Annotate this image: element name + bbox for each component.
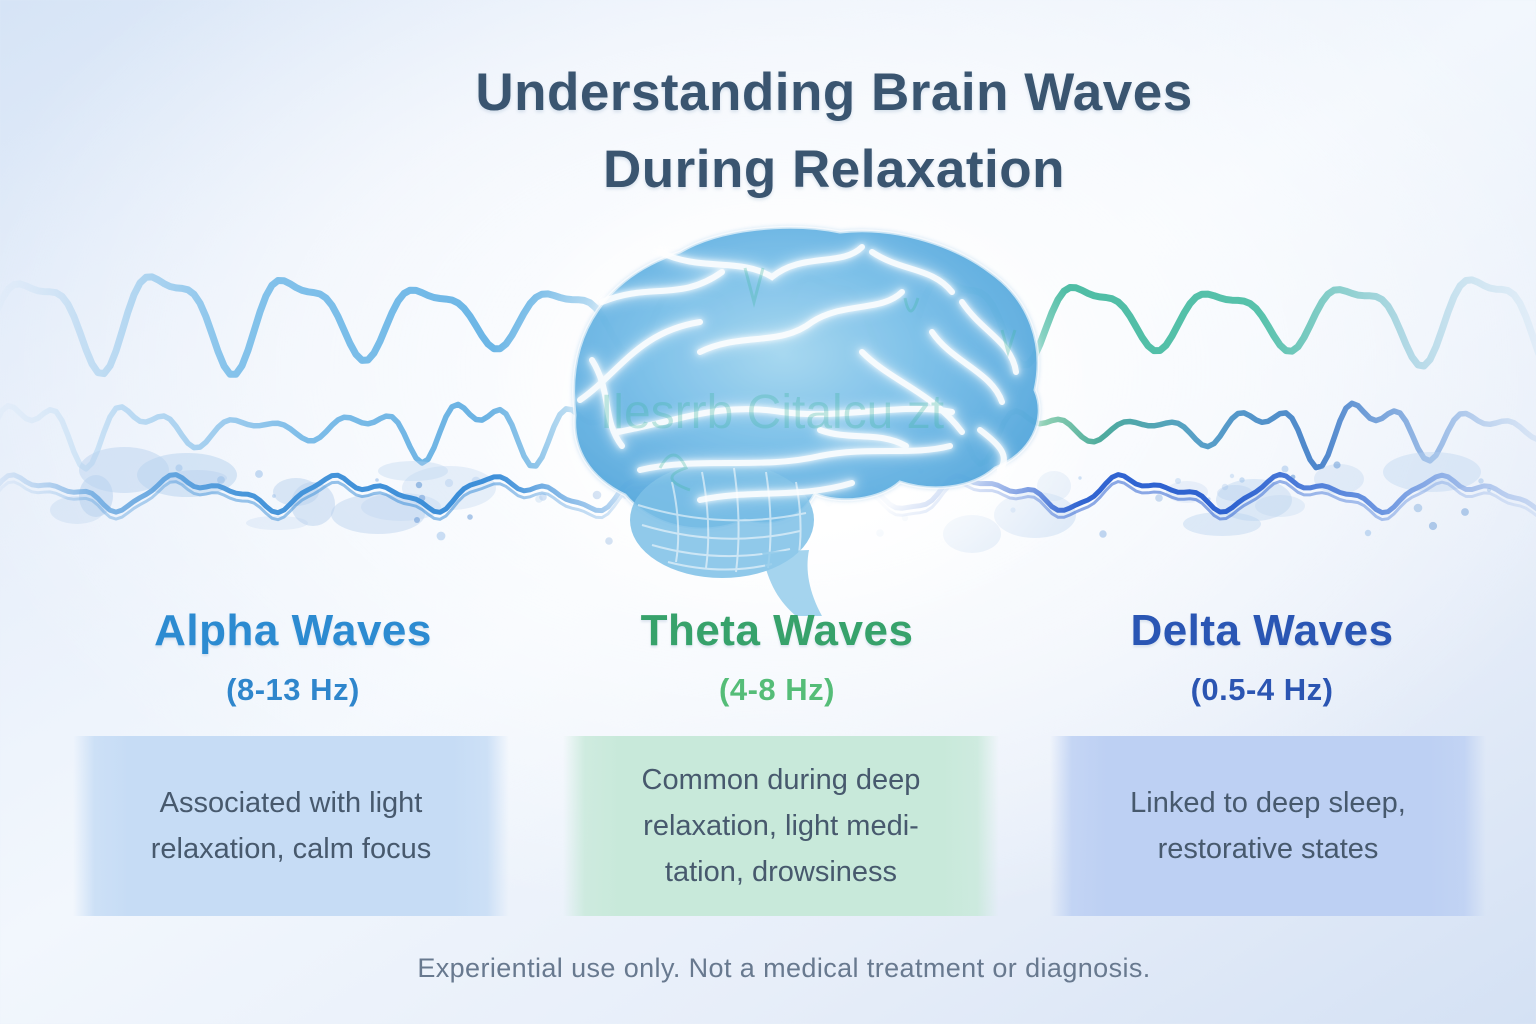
brain-illustration: Ilesrrb Citalcu zt [485,163,1105,653]
delta-description: Linked to deep sleep, restorative states [1130,787,1406,865]
theta-waves-label: Theta Waves [640,606,914,655]
watermark-text: Ilesrrb Citalcu zt [600,386,944,439]
column-header-alpha: Alpha Waves (8-13 Hz) [63,606,523,708]
column-header-theta: Theta Waves (4-8 Hz) [547,606,1007,708]
alpha-waves-label: Alpha Waves [154,606,432,655]
alpha-description: Associated with light relaxation, calm f… [150,787,432,865]
theta-description: Common during deep relaxation, light med… [641,764,921,888]
column-header-delta: Delta Waves (0.5-4 Hz) [1032,606,1492,708]
brain-stem [762,550,822,616]
alpha-description-panel: Associated with light relaxation, calm f… [73,736,509,916]
main-title: Understanding Brain Waves During Relaxat… [66,54,1536,208]
disclaimer-text: Experiential use only. Not a medical tre… [417,953,1151,983]
delta-description-panel: Linked to deep sleep, restorative states [1050,736,1486,916]
theta-description-panel: Common during deep relaxation, light med… [563,736,999,916]
brain-cortex [572,225,1041,531]
watermark-squiggles [658,267,1017,492]
alpha-frequency-range: (8-13 Hz) [226,672,360,707]
theta-frequency-range: (4-8 Hz) [719,672,835,707]
title-line-2: During Relaxation [602,140,1065,199]
delta-waves-label: Delta Waves [1130,606,1394,655]
delta-frequency-range: (0.5-4 Hz) [1190,672,1334,707]
title-line-1: Understanding Brain Waves [475,63,1193,122]
